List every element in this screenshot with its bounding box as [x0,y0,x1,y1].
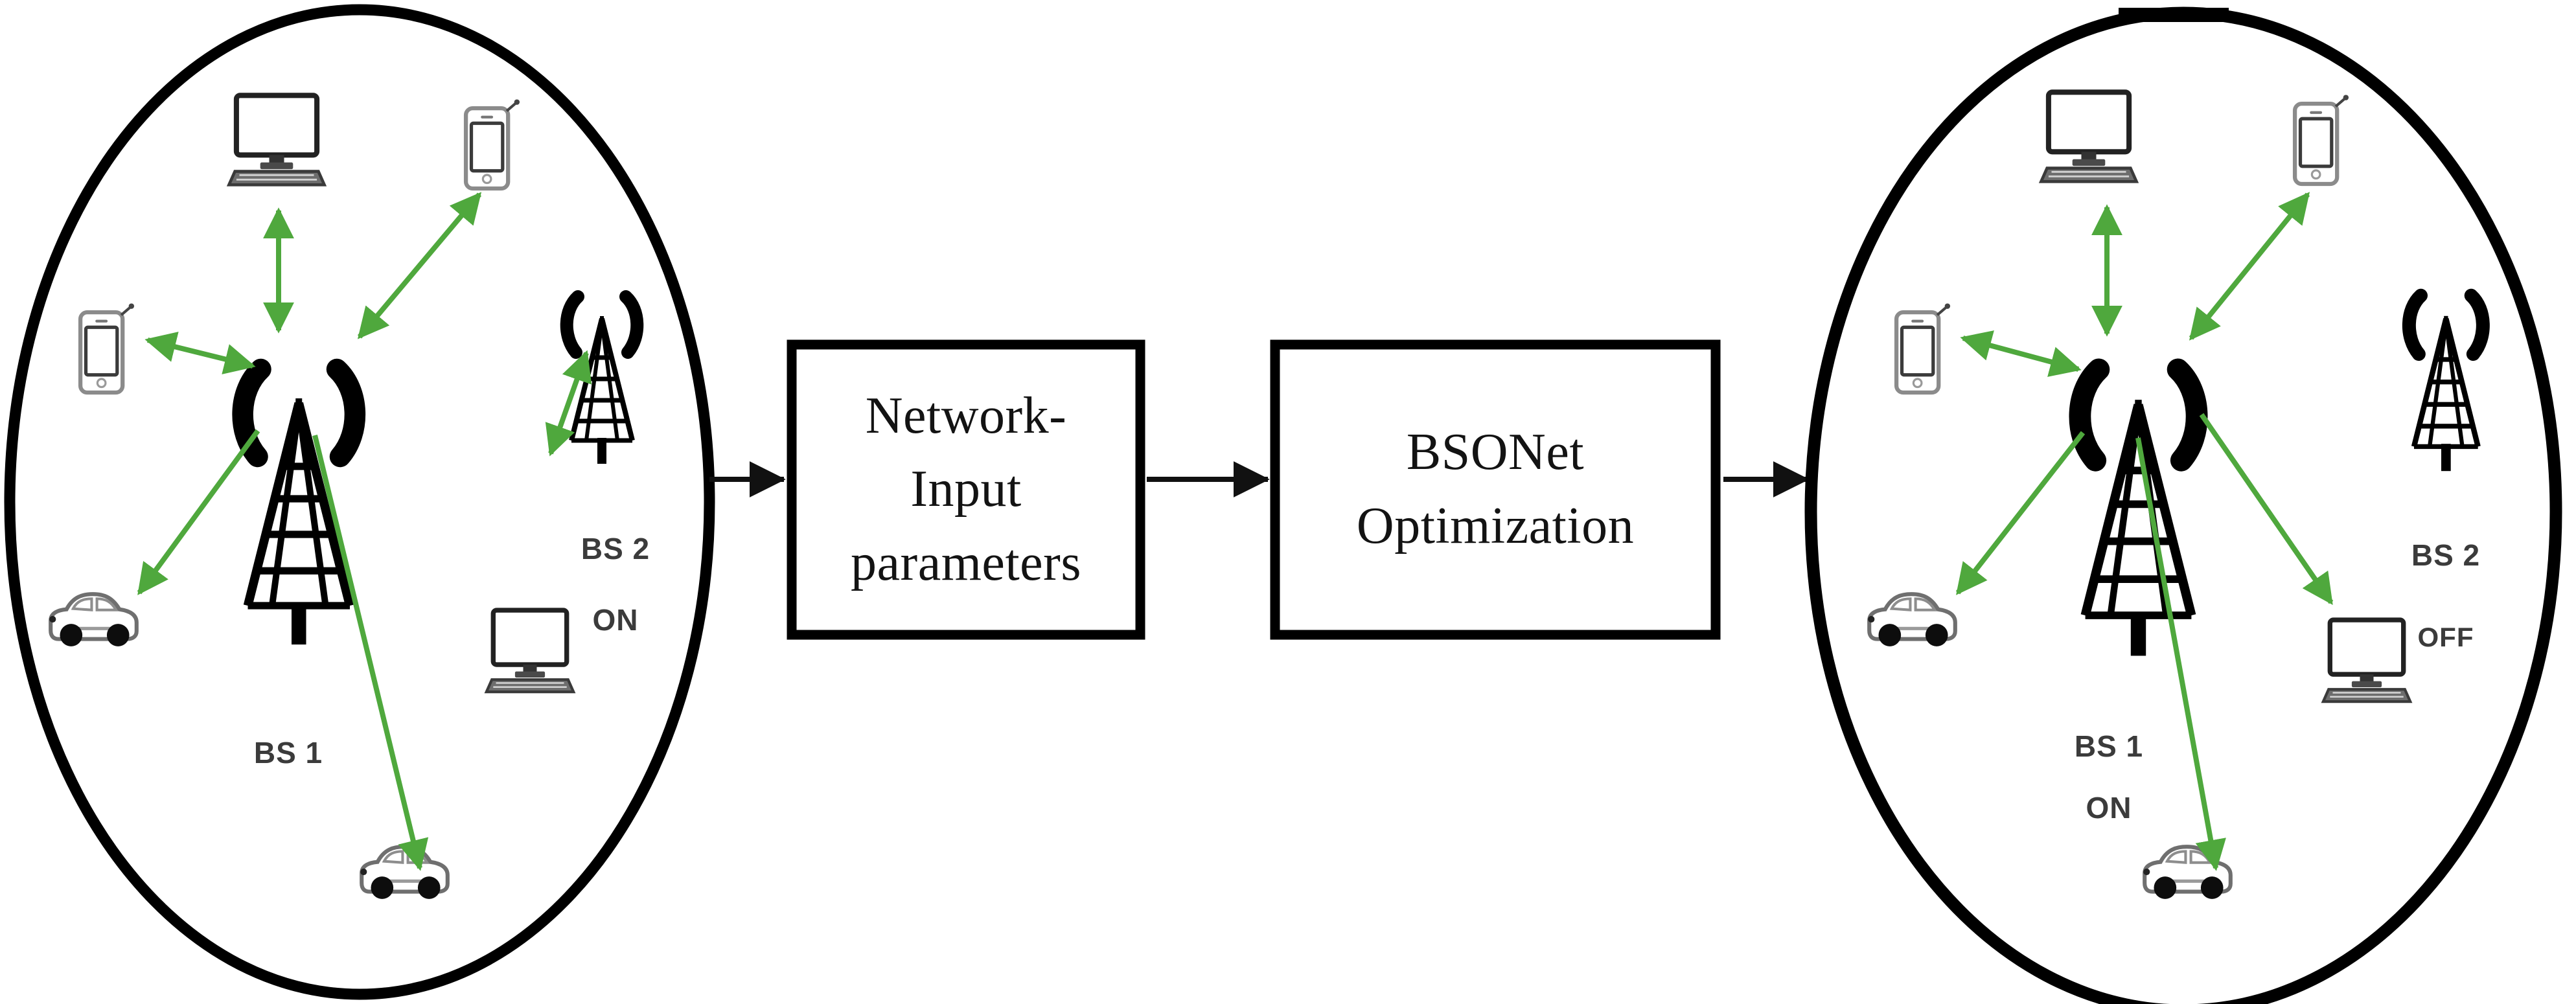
input-box-line-1: Network- [865,387,1067,444]
bsonet-box-text: BSONet Optimization [1275,345,1716,635]
bsonet-box[interactable] [1270,339,1721,640]
right-bs1-state: ON [2086,791,2132,825]
left-bs1-label: BS 1 [253,736,323,770]
left-bs2-label: BS 2 [581,532,650,565]
right-monitor-top-icon [2041,92,2136,181]
right-cell-links [1955,192,2334,871]
right-cell-group [1804,6,2562,1004]
left-cell-links [137,192,592,871]
right-bs1-label: BS 1 [2074,729,2144,763]
right-bs2-label: BS 2 [2411,538,2481,572]
left-cell-group [4,4,715,1000]
right-bs2-state: OFF [2417,622,2474,652]
bsonet-box-line-2: Optimization [1356,497,1635,554]
left-monitor-top-icon [229,95,324,185]
input-box-text: Network- Input parameters [792,345,1140,635]
left-cell-boundary [4,4,715,1000]
left-bs2-state: ON [592,603,639,637]
bsonet-box-line-1: BSONet [1406,424,1585,481]
input-box-line-3: parameters [851,534,1081,591]
input-box-line-2: Input [910,461,1022,518]
input-box[interactable] [787,339,1145,640]
